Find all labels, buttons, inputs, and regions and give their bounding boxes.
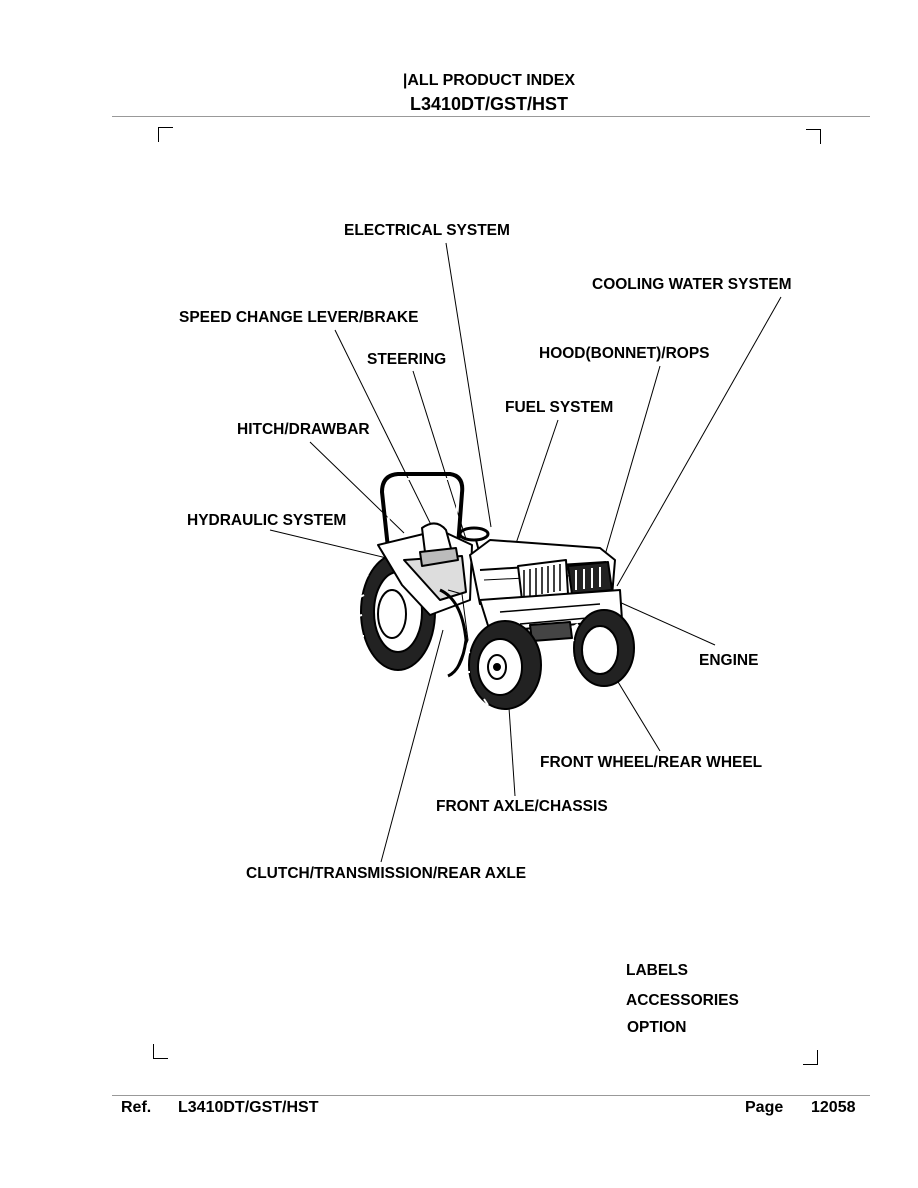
front-wheel-left [461,620,542,710]
crop-mark-top-right [806,129,821,144]
header-rule [112,116,870,117]
label-hydraulic-system[interactable]: HYDRAULIC SYSTEM [187,512,347,529]
label-accessories[interactable]: ACCESSORIES [626,992,739,1009]
label-labels[interactable]: LABELS [626,962,688,979]
header-marker: | [402,72,408,89]
label-steering[interactable]: STEERING [367,351,447,368]
label-cooling-water-system[interactable]: COOLING WATER SYSTEM [592,276,792,293]
label-hood-bonnet-rops[interactable]: HOOD(BONNET)/ROPS [539,345,710,362]
header-title-text: ALL PRODUCT INDEX [407,72,576,89]
footer-page-number: 12058 [811,1099,856,1116]
seat [419,522,459,567]
crop-mark-top-left [158,127,173,142]
rops-frame [380,472,465,549]
crop-mark-bottom-right [803,1050,818,1065]
label-clutch-transmission-rear-axle[interactable]: CLUTCH/TRANSMISSION/REAR AXLE [246,865,527,882]
grille [517,559,613,601]
footer-ref-label: Ref. [121,1099,152,1116]
footer-page-label: Page [745,1099,784,1116]
header-title: |ALL PRODUCT INDEX [0,72,918,90]
label-hitch-drawbar[interactable]: HITCH/DRAWBAR [237,421,370,438]
label-electrical-system[interactable]: ELECTRICAL SYSTEM [344,222,510,239]
footer-ref-model: L3410DT/GST/HST [178,1099,319,1116]
front-wheel-right [566,609,635,687]
label-speed-change-lever-brake[interactable]: SPEED CHANGE LEVER/BRAKE [179,309,419,326]
label-option[interactable]: OPTION [627,1019,687,1036]
label-front-wheel-rear-wheel[interactable]: FRONT WHEEL/REAR WHEEL [540,754,763,771]
crop-mark-bottom-left [153,1044,168,1059]
label-fuel-system[interactable]: FUEL SYSTEM [505,399,614,416]
footer-rule [112,1095,870,1096]
tractor-illustration [353,472,635,710]
label-engine[interactable]: ENGINE [699,652,759,669]
header-model: L3410DT/GST/HST [409,94,569,114]
label-front-axle-chassis[interactable]: FRONT AXLE/CHASSIS [436,798,608,815]
